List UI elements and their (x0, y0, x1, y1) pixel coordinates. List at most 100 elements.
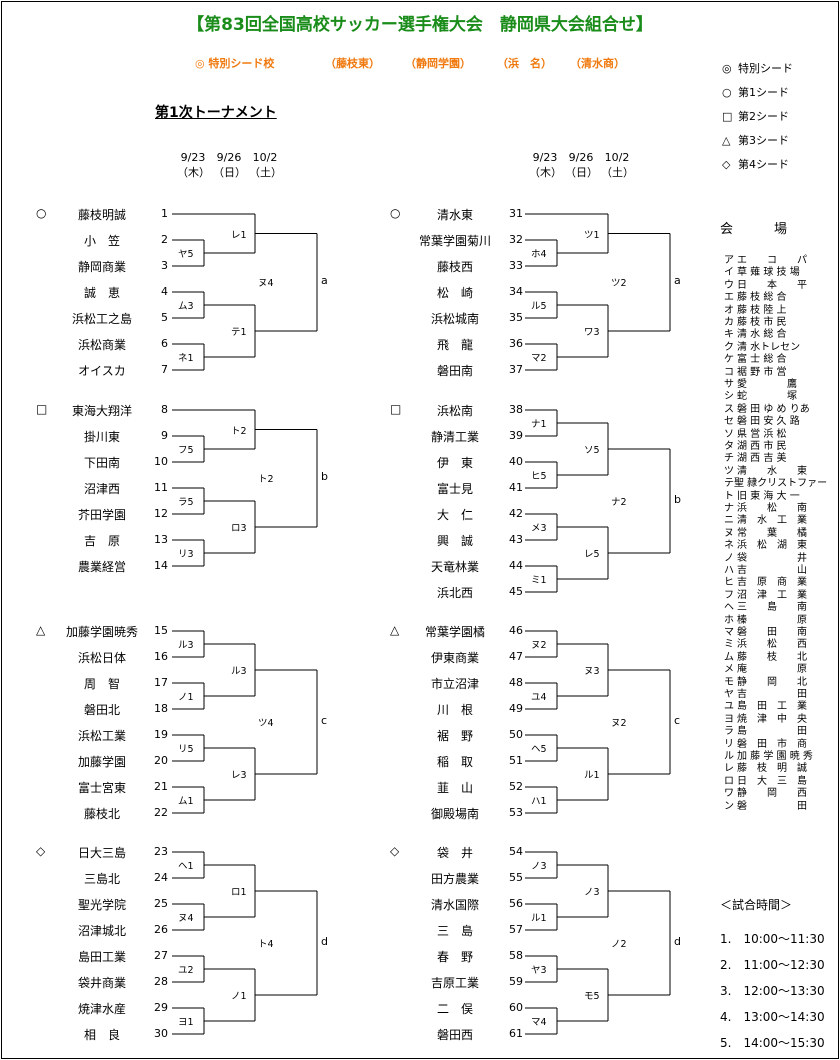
venue-name: 藤 枝 市 民 (737, 317, 787, 328)
venue-item: ミ浜 松 西 (724, 639, 816, 651)
team-number: 45 (509, 585, 523, 598)
team-number: 49 (509, 702, 523, 715)
legend-symbol: ○ (722, 86, 732, 99)
venue-item: ヨ焼 津 中 央 (724, 714, 816, 726)
match-code: ノ1 (231, 991, 247, 1002)
venue-name: 常 葉 橘 (737, 527, 807, 539)
match-time: 3. 12:00～13:30 (720, 984, 825, 998)
match-code: リ3 (178, 549, 194, 560)
team-name: 富士見 (436, 482, 473, 496)
team-name: 春 野 (436, 950, 473, 964)
final-code: ヌ4 (258, 278, 274, 290)
venue-item: タ湖 西 市 民 (724, 441, 816, 453)
match-code: ノ3 (584, 887, 600, 898)
team-name: 伊東商業 (430, 651, 479, 665)
team-number: 20 (154, 754, 168, 767)
venue-item: モ静 岡 北 (724, 677, 816, 689)
venue-name: 吉 原 商 業 (737, 577, 807, 589)
weekday: （日） (213, 166, 246, 179)
venue-code: ス (724, 403, 734, 415)
venue-name: 静 岡 北 (737, 676, 807, 688)
venue-name: 加 藤 学 園 暁 秀 (737, 751, 813, 762)
team-number: 27 (154, 949, 168, 962)
seed-symbol: △ (390, 623, 400, 637)
venue-name: 静 岡 西 (737, 788, 807, 800)
venue-name: 吉 山 (737, 565, 807, 576)
venue-item: サ愛 鷹 (724, 379, 816, 391)
venue-name: 蛇 塚 (737, 391, 797, 403)
weekday: （木） (529, 166, 562, 179)
match-time: 4. 13:00～14:30 (720, 1010, 825, 1024)
team-number: 41 (509, 481, 523, 494)
team-number: 24 (154, 871, 168, 884)
team-name: 浜松工之島 (71, 312, 132, 326)
team-number: 17 (154, 676, 168, 689)
team-number: 55 (509, 871, 523, 884)
venue-name: 磐 田 市 商 (737, 738, 807, 750)
venue-name: 榛 原 (737, 614, 807, 626)
match-code: ツ1 (584, 229, 600, 241)
match-code: ナ1 (531, 419, 547, 430)
date-header: 10/2（土） (601, 150, 634, 180)
venue-item: オ藤 枝 陸 上 (724, 305, 816, 317)
venue-code: ユ (724, 701, 734, 713)
match-code: テ1 (231, 327, 247, 338)
team-name: 沼津西 (83, 482, 120, 496)
venue-item: レ藤 枝 明 誠 (724, 763, 816, 775)
match-code: マ2 (531, 353, 547, 364)
team-number: 8 (161, 403, 168, 416)
team-number: 14 (154, 559, 168, 572)
team-number: 31 (509, 207, 523, 220)
venue-item: ユ島 田 工 業 (724, 701, 816, 713)
team-name: 焼津水産 (77, 1002, 126, 1016)
team-name: 清水東 (436, 208, 473, 222)
venue-name: 磐 田 ゆ め りあ (737, 403, 810, 415)
team-number: 57 (509, 923, 523, 936)
venue-name: 清 水 工 業 (737, 515, 807, 527)
team-name: 稲 取 (436, 755, 473, 769)
team-number: 3 (161, 259, 168, 272)
match-code: ル3 (231, 666, 247, 677)
venue-name: エ コ パ (737, 255, 807, 266)
date: 10/2 (252, 151, 278, 164)
final-code: ト4 (258, 939, 274, 950)
team-number: 60 (509, 1001, 523, 1014)
venue-code: ク (724, 341, 734, 353)
seed-symbol: □ (36, 402, 48, 416)
weekday: （土） (601, 166, 634, 179)
venue-item: カ藤 枝 市 民 (724, 317, 816, 329)
venue-code: メ (724, 664, 734, 676)
team-name: 伊 東 (436, 456, 473, 470)
venue-item: ワ静 岡 西 (724, 788, 816, 800)
weekday: （日） (565, 166, 598, 179)
team-number: 12 (154, 507, 168, 520)
seed-symbol: ○ (36, 206, 47, 220)
venue-name: 湖 西 吉 美 (737, 453, 787, 465)
venue-item: ホ榛 原 (724, 615, 816, 627)
venue-code: リ (724, 738, 734, 750)
team-name: 芥田学園 (77, 508, 126, 522)
team-name: 松 崎 (436, 286, 473, 300)
team-name: 小 笠 (83, 234, 120, 248)
team-number: 37 (509, 363, 523, 376)
team-number: 35 (509, 311, 523, 324)
team-number: 25 (154, 897, 168, 910)
weekday: （土） (249, 166, 282, 179)
team-name: 藤枝明誠 (77, 208, 126, 222)
venue-code: ヘ (724, 602, 734, 614)
venue-code: ミ (724, 639, 734, 651)
venue-code: ロ (724, 775, 734, 787)
venue-code: ハ (724, 565, 734, 576)
team-number: 2 (161, 233, 168, 246)
match-code: ヘ5 (531, 744, 547, 755)
venue-name: 浜 松 南 (737, 503, 807, 514)
venue-name: 磐 田 安 久 路 (737, 416, 800, 428)
venue-name: 吉 田 (737, 689, 807, 700)
venue-code: ソ (724, 428, 734, 440)
team-name: 飛 龍 (436, 338, 473, 352)
venue-name: 焼 津 中 央 (737, 713, 807, 725)
match-code: ヘ1 (178, 861, 194, 872)
venue-code: レ (724, 763, 734, 775)
team-number: 16 (154, 650, 168, 663)
venue-item: ル加 藤 学 園 暁 秀 (724, 751, 816, 763)
